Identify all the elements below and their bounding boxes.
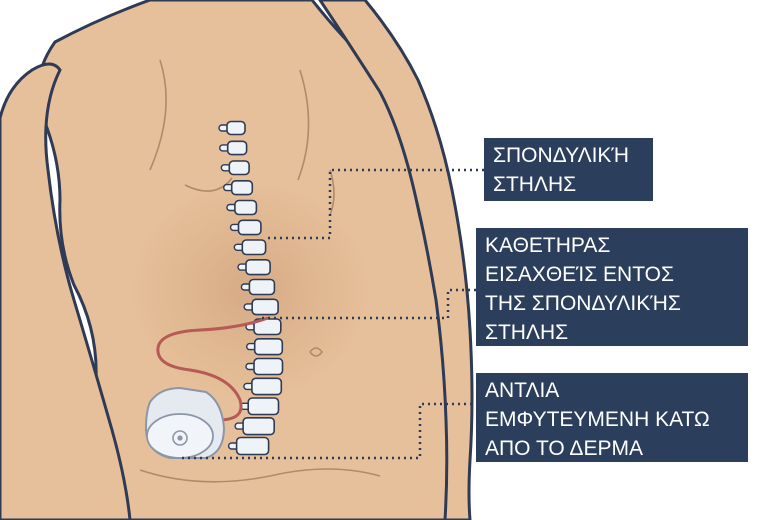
label-spine-line: ΣΤΗΛΗΣ	[493, 170, 645, 199]
implanted-pump	[146, 388, 224, 458]
label-catheter-line: ΣΤΗΛΗΣ	[485, 318, 740, 347]
label-spine: ΣΠΟΝΔΥΛΙΚΉ ΣΤΗΛΗΣ	[484, 138, 653, 201]
label-pump-line: ΑΠΟ ΤΟ ΔΕΡΜΑ	[485, 434, 740, 463]
label-pump: ΑΝΤΛΙΑ ΕΜΦΥΤΕΥΜΕΝΗ ΚΑΤΩ ΑΠΟ ΤΟ ΔΕΡΜΑ	[476, 373, 748, 462]
label-pump-line: ΕΜΦΥΤΕΥΜΕΝΗ ΚΑΤΩ	[485, 405, 740, 434]
label-pump-line: ΑΝΤΛΙΑ	[485, 376, 740, 405]
label-catheter-line: ΕΙΣΑΧΘΕΊΣ ΕΝΤΟΣ	[485, 260, 740, 289]
label-spine-line: ΣΠΟΝΔΥΛΙΚΉ	[493, 141, 645, 170]
label-catheter-line: ΤΗΣ ΣΠΟΝΔΥΛΙΚΉΣ	[485, 289, 740, 318]
label-catheter: ΚΑΘΕΤΗΡΑΣ ΕΙΣΑΧΘΕΊΣ ΕΝΤΟΣ ΤΗΣ ΣΠΟΝΔΥΛΙΚΉ…	[476, 228, 748, 346]
label-catheter-line: ΚΑΘΕΤΗΡΑΣ	[485, 231, 740, 260]
